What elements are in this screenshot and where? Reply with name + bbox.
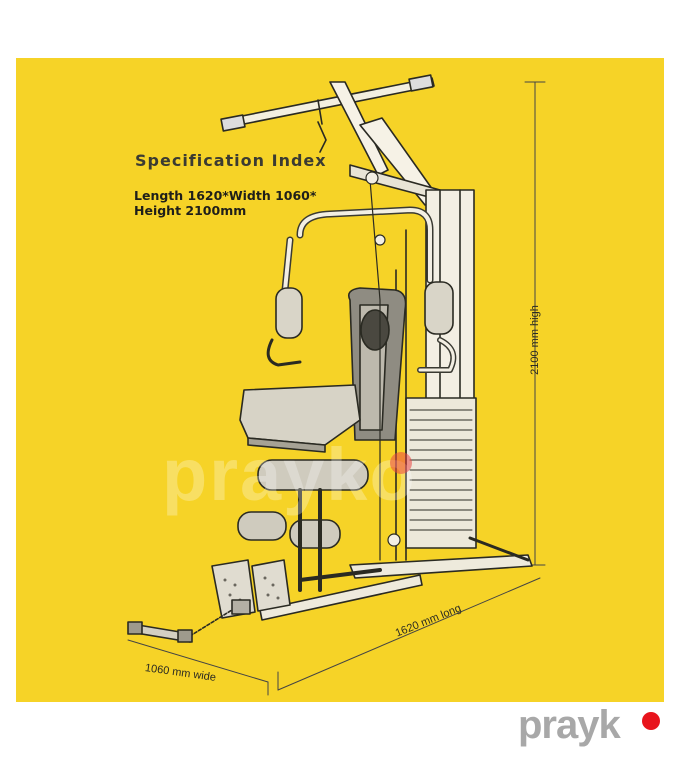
brand-logo-text: prayk: [518, 703, 621, 747]
center-watermark: prayko: [162, 433, 417, 516]
seat: [239, 384, 361, 453]
cables: [365, 171, 401, 561]
back-rest: [347, 287, 407, 441]
butterfly-pads: [266, 281, 454, 367]
base-frame: [259, 536, 533, 621]
spec-title: Specification Index: [135, 151, 327, 170]
lat-bar: [220, 74, 435, 153]
foot-plates: [211, 559, 291, 619]
brand-logo-dot: [642, 712, 660, 730]
press-arms: [281, 206, 457, 373]
brand-logo: prayk: [518, 702, 668, 750]
low-pulley-bar: [127, 609, 233, 643]
watermark-dot: [390, 452, 412, 474]
leg-rollers: [237, 459, 382, 592]
spec-dimensions-line: Length 1620*Width 1060*: [134, 188, 317, 203]
height-dimension-label: 2100 mm high: [529, 305, 541, 375]
spec-height-line: Height 2100mm: [134, 203, 247, 218]
